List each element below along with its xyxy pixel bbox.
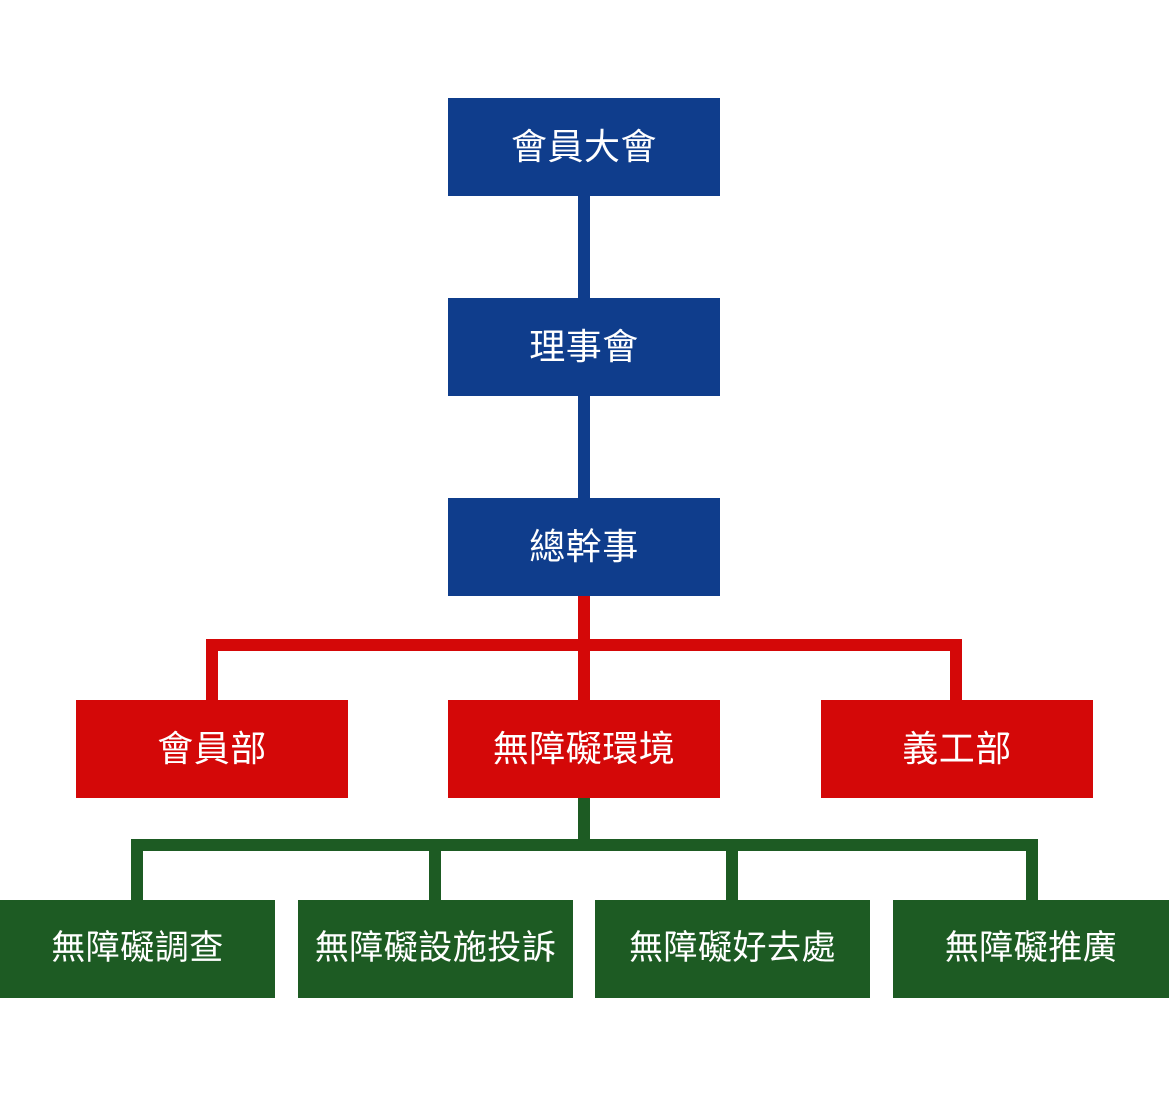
- node-general-assembly-label: 會員大會: [510, 126, 657, 168]
- node-barrier-free-good-places[interactable]: 無障礙好去處: [595, 900, 870, 998]
- connector-barrier-free-environment-stem: [578, 798, 590, 846]
- node-general-secretary[interactable]: 總幹事: [448, 498, 720, 596]
- connector-drop-promotion: [1026, 839, 1038, 900]
- node-barrier-free-good-places-label: 無障礙好去處: [629, 929, 836, 968]
- connector-secretary-stem: [578, 596, 590, 651]
- node-barrier-free-facility-complaints-label: 無障礙設施投訴: [314, 929, 557, 968]
- node-membership-department[interactable]: 會員部: [76, 700, 348, 798]
- connector-drop-good-places: [726, 839, 738, 900]
- connector-drop-facility-complaints: [429, 839, 441, 900]
- connector-drop-survey: [131, 839, 143, 900]
- node-barrier-free-promotion[interactable]: 無障礙推廣: [893, 900, 1169, 998]
- connector-programmes-bus: [131, 839, 1038, 851]
- node-barrier-free-promotion-label: 無障礙推廣: [944, 929, 1118, 968]
- node-barrier-free-environment[interactable]: 無障礙環境: [448, 700, 720, 798]
- node-barrier-free-facility-complaints[interactable]: 無障礙設施投訴: [298, 900, 573, 998]
- node-barrier-free-survey[interactable]: 無障礙調查: [0, 900, 275, 998]
- node-general-assembly[interactable]: 會員大會: [448, 98, 720, 196]
- connector-board-to-secretary: [578, 396, 590, 498]
- connector-drop-membership: [206, 639, 218, 700]
- node-general-secretary-label: 總幹事: [529, 526, 639, 568]
- node-volunteer-department-label: 義工部: [902, 728, 1012, 770]
- node-barrier-free-environment-label: 無障礙環境: [492, 728, 676, 770]
- connector-assembly-to-board: [578, 196, 590, 298]
- node-membership-department-label: 會員部: [157, 728, 267, 770]
- connector-drop-barrier-free-environment: [578, 639, 590, 700]
- node-board-of-directors[interactable]: 理事會: [448, 298, 720, 396]
- node-volunteer-department[interactable]: 義工部: [821, 700, 1093, 798]
- node-barrier-free-survey-label: 無障礙調查: [51, 929, 224, 968]
- connector-drop-volunteer: [950, 639, 962, 700]
- node-board-of-directors-label: 理事會: [529, 326, 639, 368]
